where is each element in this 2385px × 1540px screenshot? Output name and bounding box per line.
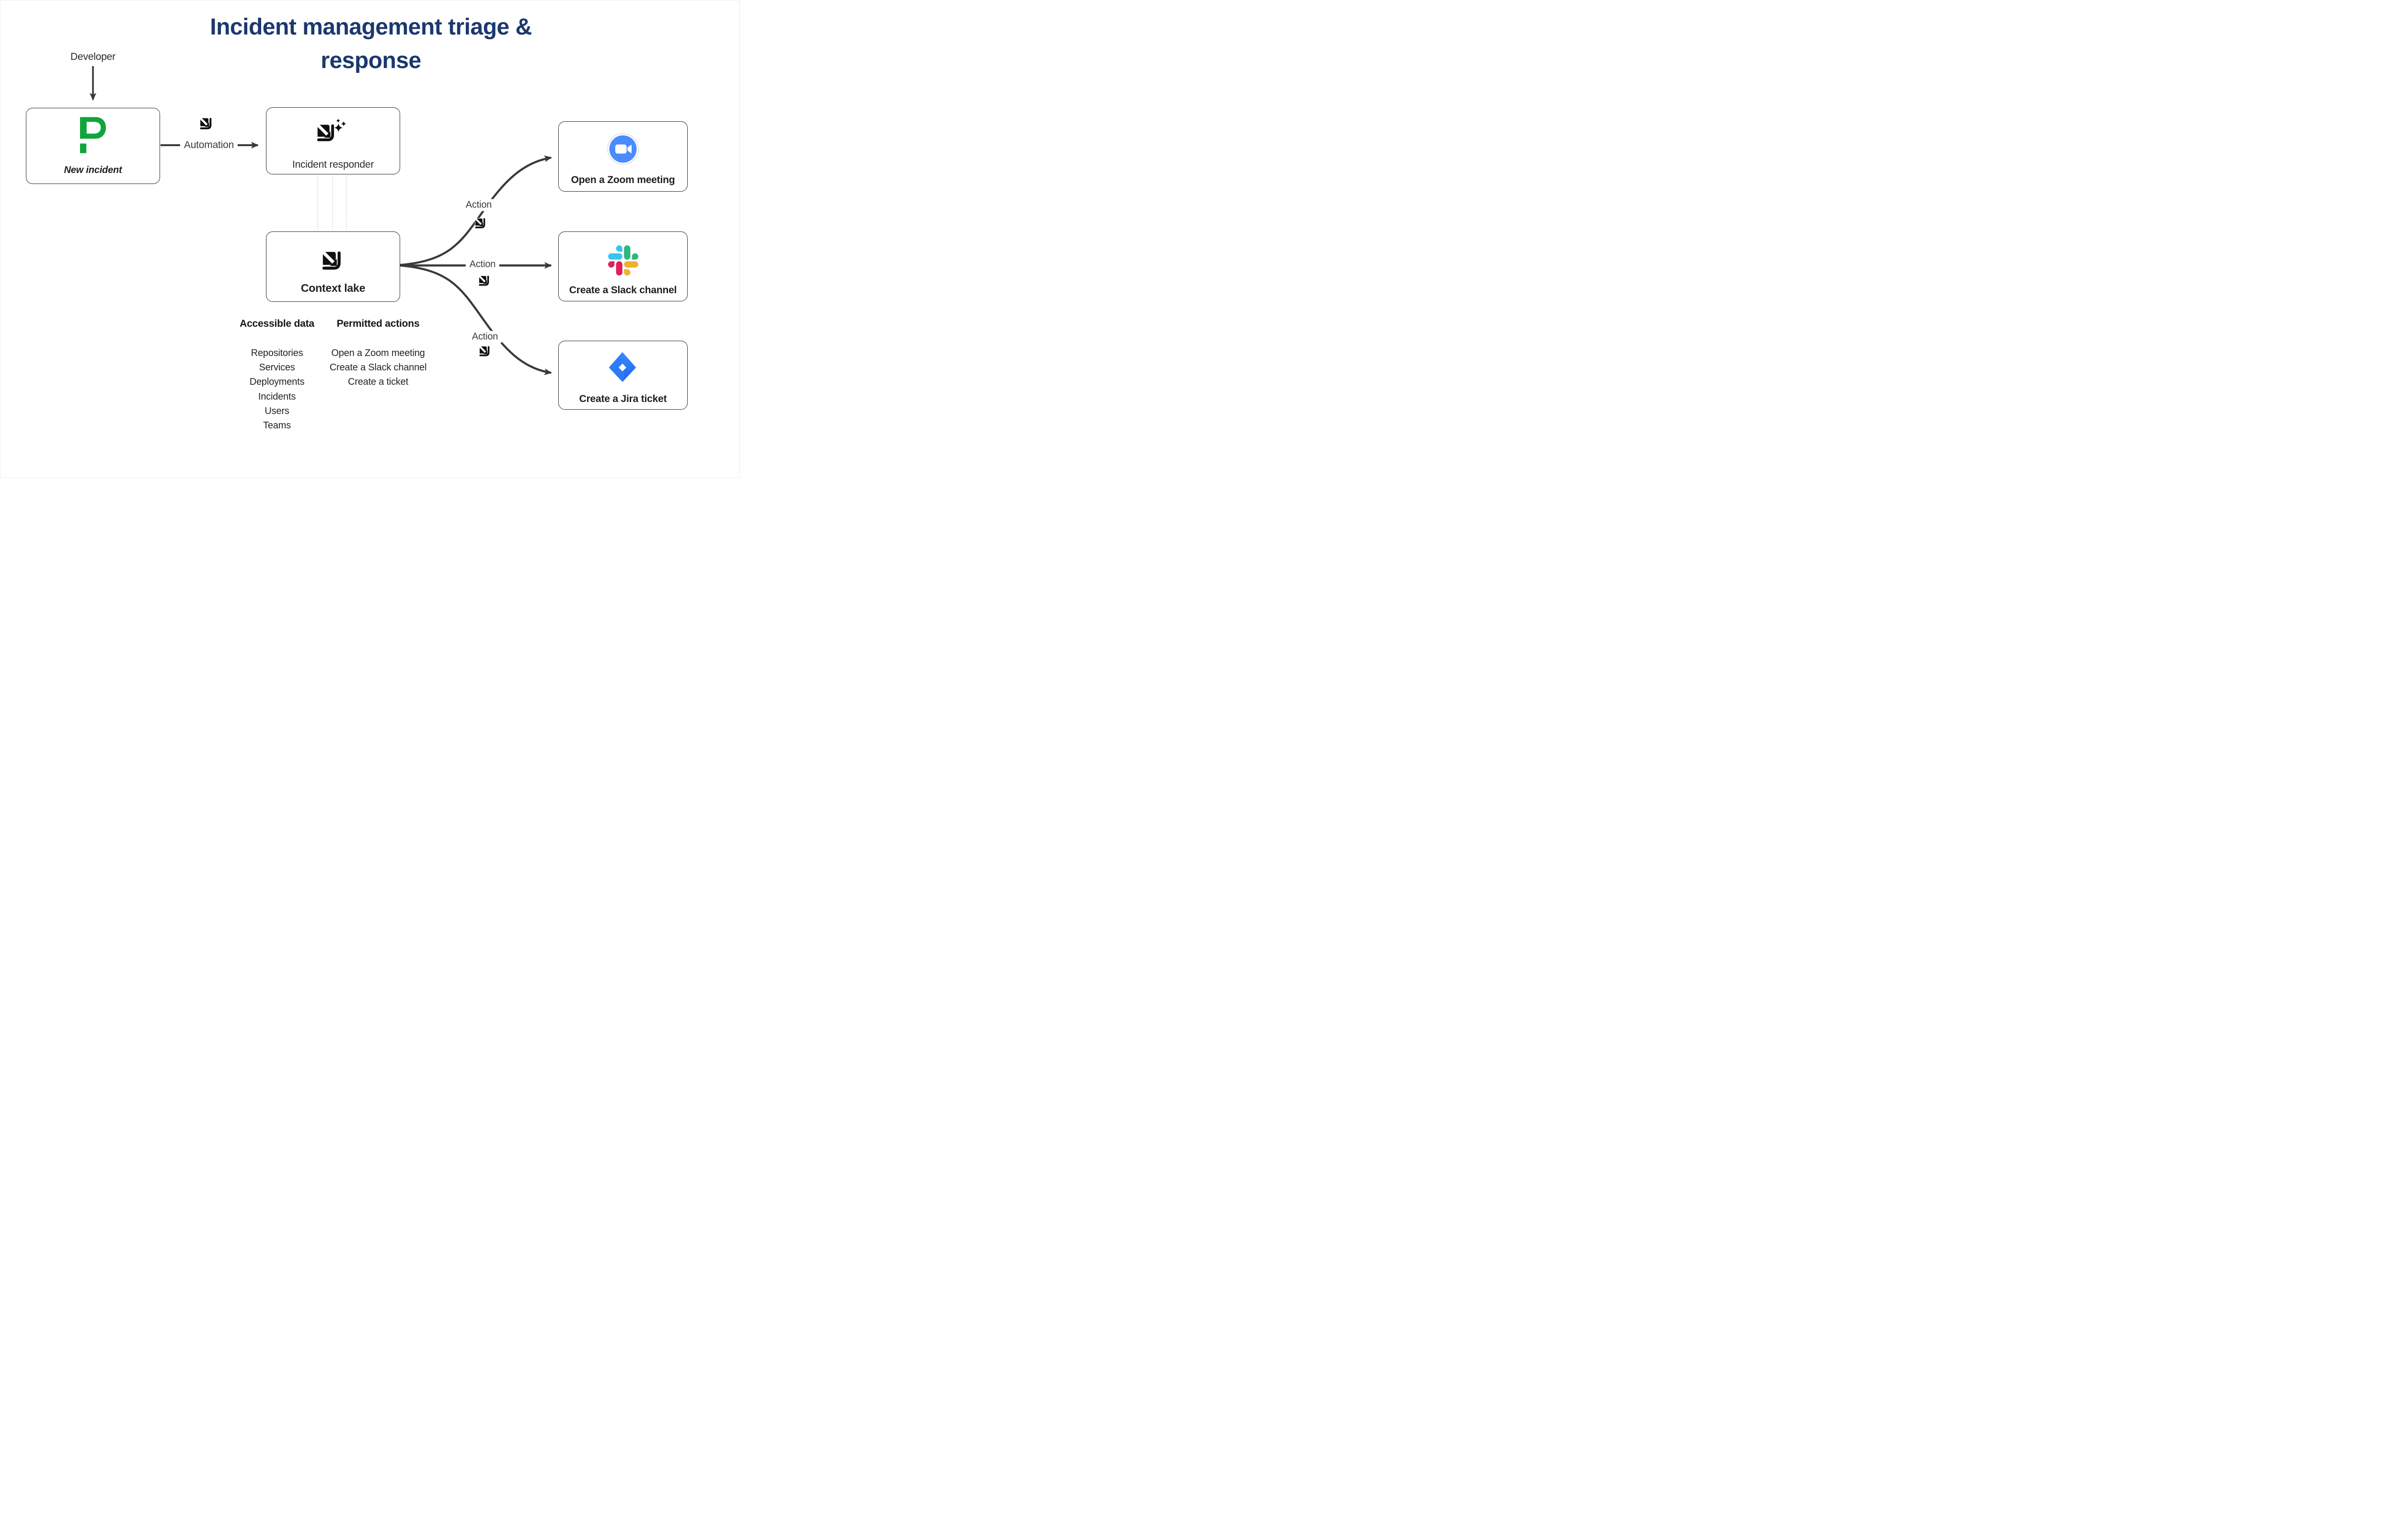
accessible-data-list: Accessible data Repositories Services De… — [191, 318, 363, 433]
incident-responder-label: Incident responder — [292, 159, 374, 170]
create-slack-channel-label: Create a Slack channel — [569, 285, 677, 296]
page-title: Incident management triage & response — [131, 11, 611, 78]
new-incident-label: New incident — [64, 165, 122, 175]
ingest-arrow-icon — [322, 251, 341, 271]
action-label-slack: Action — [465, 258, 500, 271]
diagram-canvas: Incident management triage & response De… — [0, 0, 740, 478]
context-lake-label: Context lake — [300, 282, 366, 294]
pagerduty-p-icon — [80, 117, 106, 153]
accessible-data-header: Accessible data — [240, 318, 314, 329]
action-label-jira: Action — [468, 331, 502, 343]
action-ingest-arrow-icon-1 — [475, 218, 485, 229]
page-title-line1: Incident management triage & — [210, 14, 532, 40]
edge-action-jira — [400, 264, 552, 375]
node-create-jira-ticket: Create a Jira ticket — [558, 341, 688, 410]
list-item: Create a Slack channel — [329, 362, 427, 373]
jira-logo-icon — [608, 351, 637, 383]
page-title-line2: response — [321, 48, 421, 73]
automation-label: Automation — [180, 139, 238, 151]
node-incident-responder: Incident responder — [266, 107, 400, 174]
list-item: Deployments — [249, 377, 305, 388]
automation-ingest-arrow-icon — [200, 117, 212, 130]
developer-label: Developer — [70, 51, 115, 62]
action-label-zoom: Action — [461, 199, 496, 211]
action-ingest-arrow-icon-2 — [479, 276, 489, 286]
node-open-zoom-meeting: Open a Zoom meeting — [558, 121, 688, 192]
action-ingest-arrow-icon-3 — [479, 346, 490, 356]
list-item: Teams — [263, 420, 291, 431]
accessible-data-items: Repositories Services Deployments Incide… — [191, 346, 363, 433]
list-item: Repositories — [251, 348, 303, 358]
node-context-lake: Context lake — [266, 231, 400, 302]
edge-action-zoom — [400, 155, 552, 266]
permitted-actions-list: Permitted actions Open a Zoom meeting Cr… — [292, 318, 464, 390]
slack-logo-icon — [608, 245, 638, 276]
list-item: Open a Zoom meeting — [331, 348, 425, 358]
permitted-actions-header: Permitted actions — [336, 318, 420, 329]
list-item: Services — [259, 362, 295, 373]
node-create-slack-channel: Create a Slack channel — [558, 231, 688, 301]
list-item: Create a ticket — [348, 377, 408, 388]
zoom-camera-icon — [607, 133, 639, 165]
ingest-arrow-sparkles-icon — [317, 118, 347, 144]
node-new-incident: New incident — [26, 108, 160, 184]
permitted-actions-items: Open a Zoom meeting Create a Slack chann… — [292, 346, 464, 390]
list-item: Incidents — [258, 391, 296, 402]
list-item: Users — [265, 405, 289, 416]
open-zoom-meeting-label: Open a Zoom meeting — [571, 174, 675, 185]
create-jira-ticket-label: Create a Jira ticket — [579, 393, 667, 404]
